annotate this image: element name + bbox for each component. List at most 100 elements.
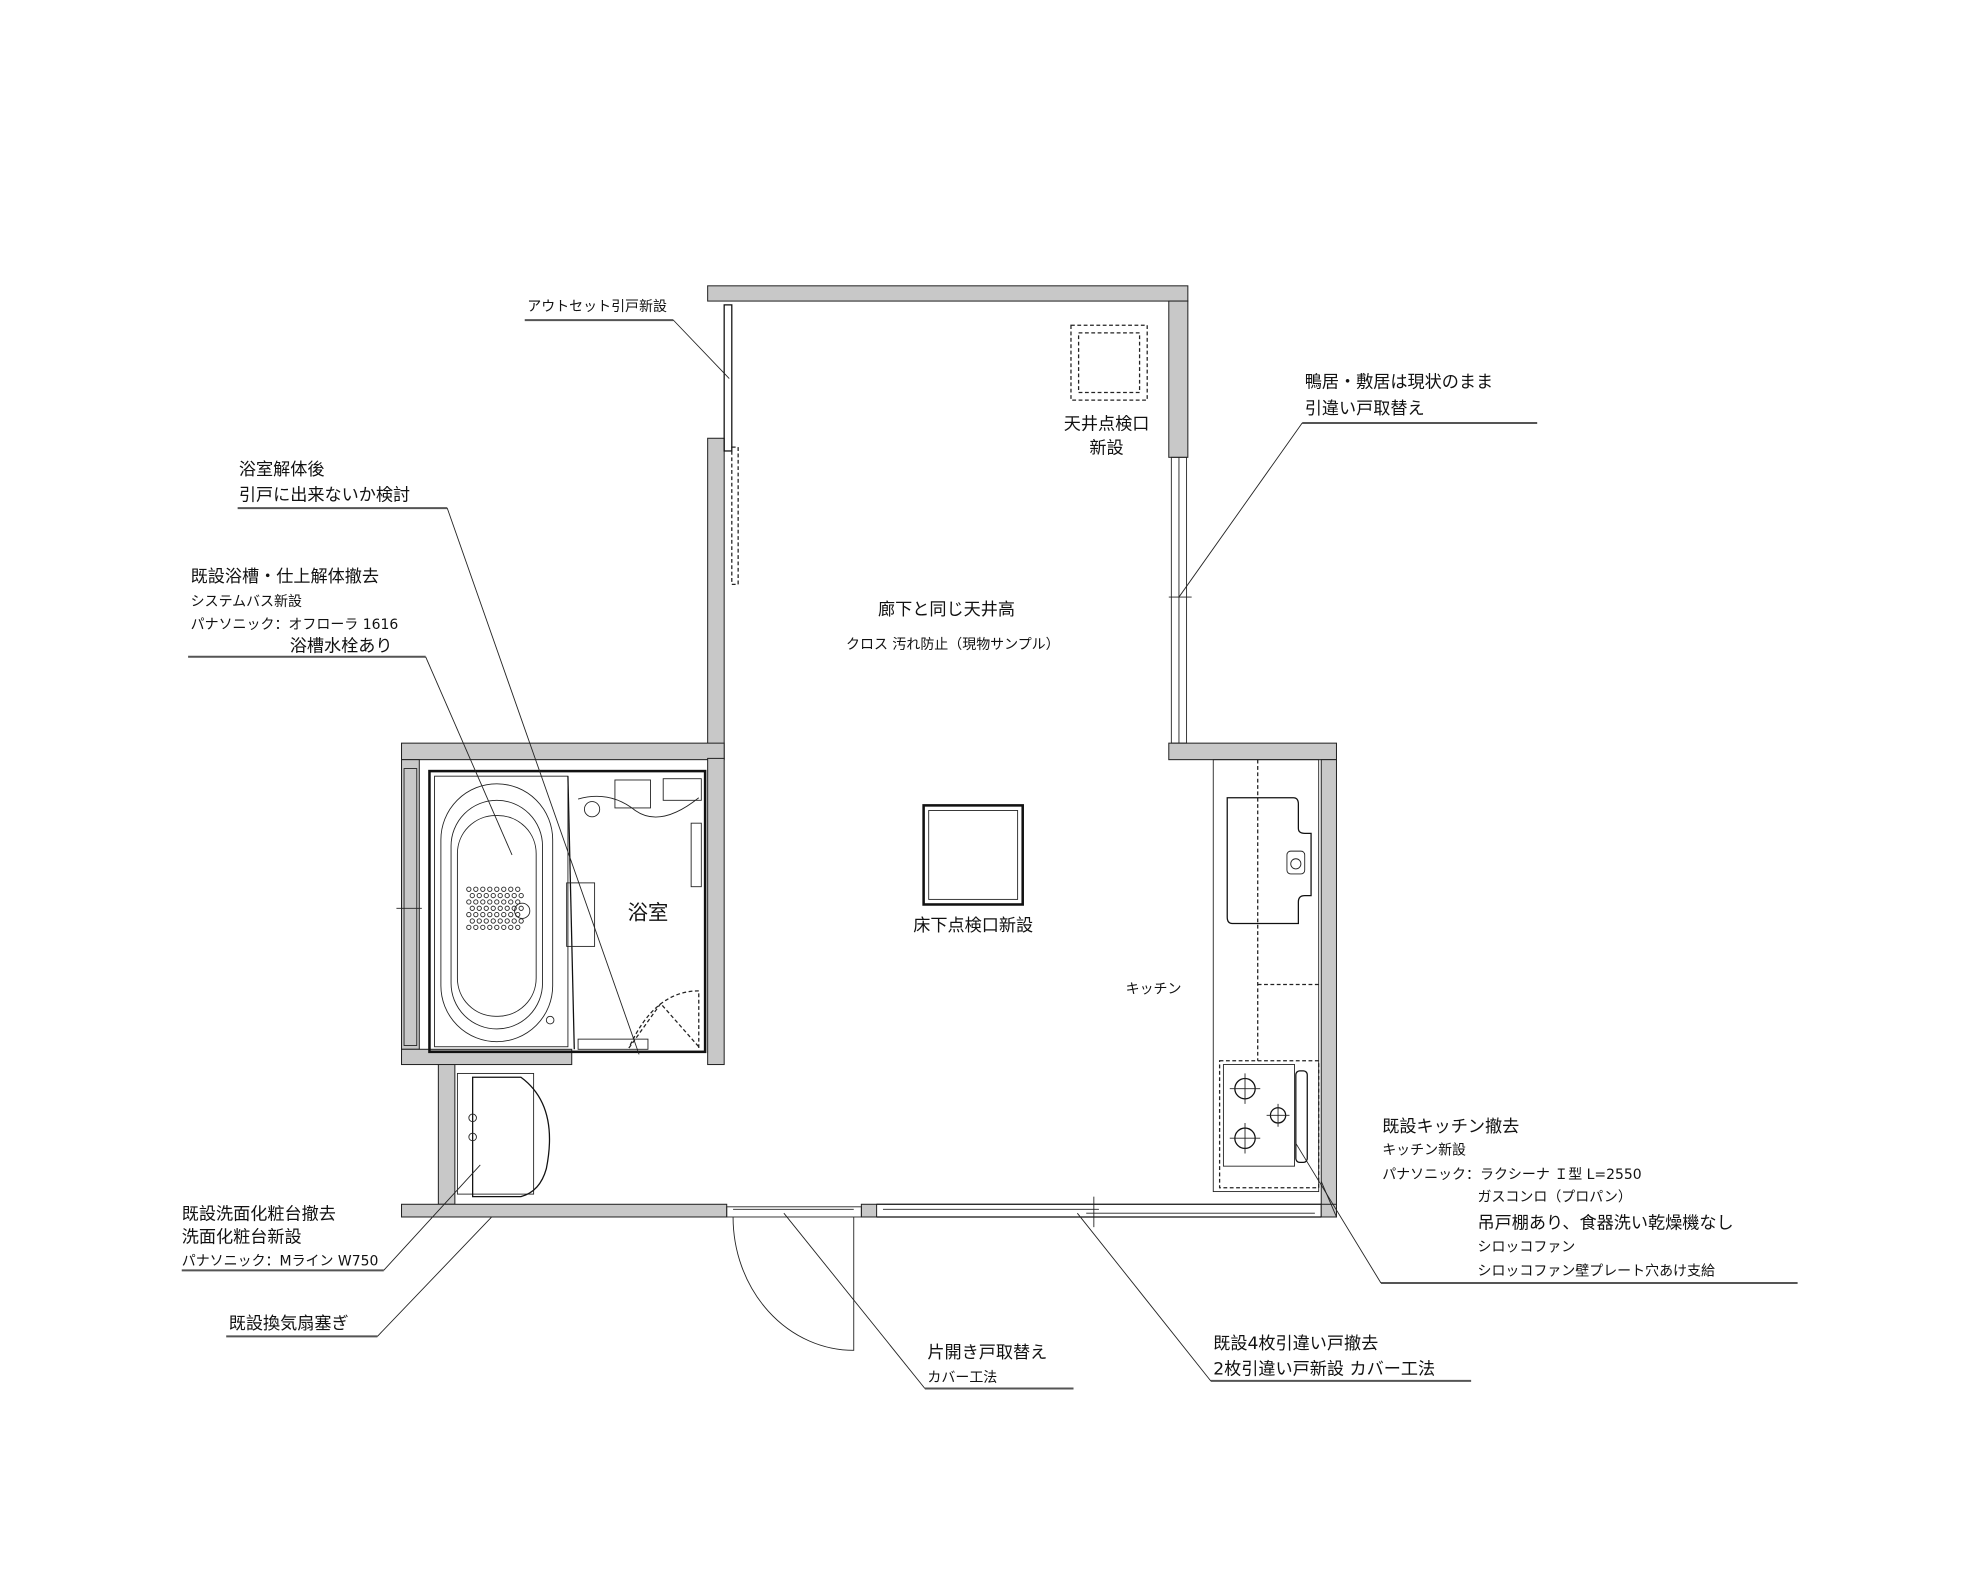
grate-hole bbox=[494, 899, 500, 905]
grate-hole bbox=[518, 918, 524, 924]
kitchen-label: キッチン bbox=[1126, 981, 1182, 997]
floor-hatch bbox=[922, 804, 1024, 906]
grate-hole bbox=[473, 924, 479, 930]
grate-hole bbox=[490, 892, 496, 899]
grate-hole bbox=[483, 892, 489, 899]
grate-hole bbox=[501, 912, 507, 918]
bathtub-label: 浴槽水栓あり bbox=[290, 637, 393, 657]
grate-hole bbox=[494, 886, 500, 892]
bathroom-label: 浴室 bbox=[628, 901, 669, 925]
grate-hole bbox=[476, 892, 482, 899]
grate-hole bbox=[473, 886, 479, 892]
hinged-door[interactable] bbox=[726, 1206, 862, 1351]
faucet-icon bbox=[614, 779, 651, 809]
grate-hole bbox=[469, 905, 475, 911]
vanity-label: 洗面化粧台新設 bbox=[182, 1227, 302, 1247]
grate-hole bbox=[483, 918, 489, 924]
system-bath bbox=[428, 769, 707, 1054]
grate-hole bbox=[480, 899, 486, 905]
walls bbox=[401, 285, 1337, 1218]
grate-hole bbox=[487, 924, 493, 930]
ceiling-hatch-inner bbox=[1077, 332, 1141, 394]
kitchen-note: パナソニック：ラクシーナ Ｉ型 L=2550 bbox=[1382, 1167, 1641, 1183]
grate-hole bbox=[494, 912, 500, 918]
grate-hole bbox=[497, 892, 503, 899]
grate-hole bbox=[504, 918, 510, 924]
vanity-label: 既設洗面化粧台撤去 bbox=[182, 1205, 336, 1225]
kitchen-note: 吊戸棚あり、食器洗い乾燥機なし bbox=[1477, 1213, 1733, 1233]
grate-hole bbox=[518, 905, 524, 911]
grate-hole bbox=[504, 892, 510, 899]
outset-sliding-door bbox=[723, 304, 739, 585]
grate-hole bbox=[480, 886, 486, 892]
grate-hole bbox=[501, 924, 507, 930]
sliding-door-label: 既設4枚引違い戸撤去 bbox=[1213, 1334, 1378, 1354]
kitchen-note: シロッコファン bbox=[1477, 1239, 1575, 1255]
grate-hole bbox=[515, 924, 521, 930]
hinged-door-label: カバー工法 bbox=[927, 1370, 997, 1386]
bath-window bbox=[396, 768, 422, 1046]
ceiling-hatch bbox=[1070, 324, 1148, 401]
grate-hole bbox=[480, 924, 486, 930]
grate-hole bbox=[511, 918, 517, 924]
sliding-window-east bbox=[1168, 456, 1192, 744]
leader-lines bbox=[181, 319, 1798, 1390]
grate-hole bbox=[487, 912, 493, 918]
grate-hole bbox=[490, 918, 496, 924]
grate-hole bbox=[476, 918, 482, 924]
grate-hole bbox=[508, 886, 514, 892]
bathtub-label: パナソニック：オフローラ 1616 bbox=[191, 617, 399, 633]
grate-hole bbox=[511, 892, 517, 899]
grate-hole bbox=[480, 912, 486, 918]
ceiling-height-label: 廊下と同じ天井高 bbox=[878, 600, 1015, 620]
vanity-label: パナソニック：Mライン W750 bbox=[182, 1253, 379, 1269]
bathtub-label: 既設浴槽・仕上解体撤去 bbox=[191, 567, 379, 587]
grate-hole bbox=[473, 912, 479, 918]
grate-hole bbox=[501, 899, 507, 905]
grate-hole bbox=[504, 905, 510, 911]
cloth-label: クロス 汚れ防止（現物サンプル） bbox=[846, 637, 1060, 653]
grate-hole bbox=[518, 892, 524, 899]
grate-hole bbox=[466, 899, 472, 905]
grate-hole bbox=[508, 924, 514, 930]
gas-stove-icon bbox=[1222, 1064, 1296, 1167]
grate-hole bbox=[497, 905, 503, 911]
kitchen-counter bbox=[1212, 759, 1320, 1193]
grate-hole bbox=[494, 924, 500, 930]
grate-hole bbox=[515, 886, 521, 892]
grate-hole bbox=[508, 899, 514, 905]
grate-hole bbox=[487, 899, 493, 905]
kitchen-note: キッチン新設 bbox=[1382, 1143, 1466, 1159]
grate-hole bbox=[469, 892, 475, 899]
outset-door-label: アウトセット引戸新設 bbox=[527, 299, 667, 315]
bath-review-label: 浴室解体後 bbox=[239, 460, 325, 480]
grate-hole bbox=[515, 899, 521, 905]
vanity bbox=[456, 1072, 551, 1198]
lintel-label: 鴨居・敷居は現状のまま bbox=[1305, 372, 1493, 392]
grate-hole bbox=[469, 918, 475, 924]
lintel-label: 引違い戸取替え bbox=[1305, 399, 1425, 419]
grate-hole bbox=[487, 886, 493, 892]
grate-hole bbox=[490, 905, 496, 911]
grate-hole bbox=[508, 912, 514, 918]
sliding-door-label: 2枚引違い戸新設 カバー工法 bbox=[1213, 1360, 1435, 1380]
fan-label: 既設換気扇塞ぎ bbox=[229, 1314, 349, 1334]
grate-hole bbox=[466, 912, 472, 918]
hinged-door-label: 片開き戸取替え bbox=[927, 1343, 1047, 1363]
grate-hole bbox=[483, 905, 489, 911]
grate-hole bbox=[466, 924, 472, 930]
kitchen-note: シロッコファン壁プレート穴あけ支給 bbox=[1477, 1263, 1714, 1279]
ceiling-hatch-label: 天井点検口 bbox=[1064, 414, 1150, 434]
grate-hole bbox=[473, 899, 479, 905]
kitchen-note: 既設キッチン撤去 bbox=[1382, 1117, 1519, 1137]
grate-hole bbox=[501, 886, 507, 892]
ceiling-hatch-label: 新設 bbox=[1089, 439, 1123, 459]
grate-hole bbox=[476, 905, 482, 911]
sliding-door[interactable] bbox=[876, 1196, 1322, 1228]
bath-review-label: 引戸に出来ないか検討 bbox=[239, 486, 410, 506]
grate-hole bbox=[466, 886, 472, 892]
floor-hatch-label: 床下点検口新設 bbox=[913, 916, 1033, 936]
sink bbox=[1226, 797, 1312, 925]
kitchen-note: ガスコンロ（プロパン） bbox=[1477, 1190, 1631, 1206]
